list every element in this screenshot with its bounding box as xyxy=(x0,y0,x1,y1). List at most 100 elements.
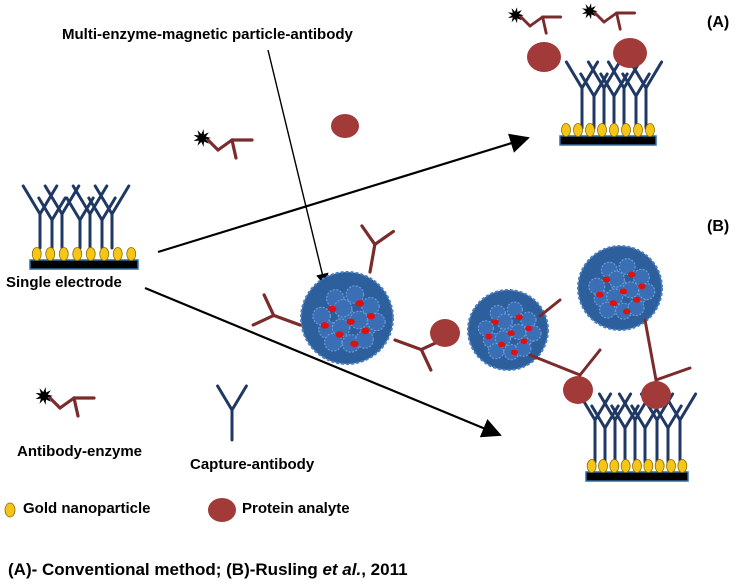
bead xyxy=(477,320,495,337)
gold-nanoparticle xyxy=(585,123,595,137)
gold-nanoparticle xyxy=(621,123,631,137)
title-label: Multi-enzyme-magnetic particle-antibody xyxy=(62,26,353,43)
enzyme-spot xyxy=(346,318,355,325)
gold-nanoparticle xyxy=(126,247,137,261)
enzyme-spot xyxy=(622,308,631,315)
enzyme-spot xyxy=(485,333,493,340)
capture-antibody xyxy=(21,184,59,250)
enzyme-spot xyxy=(350,340,359,347)
middle-protein-analyte xyxy=(430,319,460,347)
legend-capture-antibody-shape xyxy=(216,384,248,442)
electrode-base xyxy=(585,471,689,482)
caption-part1: (A)- Conventional method; (B)-Rusling xyxy=(8,560,323,579)
legend-capture-antibody-label: Capture-antibody xyxy=(190,456,315,473)
enzyme-spot xyxy=(507,330,515,337)
legend-antibody-enzyme-label: Antibody-enzyme xyxy=(17,443,143,460)
gold-nanoparticle xyxy=(632,459,642,473)
capture-antibody xyxy=(590,404,620,464)
enzyme-spot xyxy=(498,341,506,348)
label-b: (B) xyxy=(707,218,730,235)
bound-protein-analyte xyxy=(563,376,593,404)
particle-antibody xyxy=(360,224,395,274)
bound-antibody-enzyme xyxy=(581,3,637,31)
bead xyxy=(598,301,617,319)
enzyme-spot xyxy=(633,296,641,303)
capture-antibody xyxy=(579,72,609,130)
enzyme-spot xyxy=(520,338,528,345)
bound-protein-analyte xyxy=(527,42,561,72)
enzyme-spot xyxy=(525,325,533,332)
arrow-to-a xyxy=(157,133,530,254)
title-pointer-arrow xyxy=(267,49,329,287)
electrode-base xyxy=(559,135,657,146)
bead xyxy=(361,296,380,316)
capture-antibody xyxy=(87,196,117,250)
gold-nanoparticle xyxy=(99,247,110,261)
gold-nanoparticle xyxy=(586,459,597,473)
gold-nanoparticle xyxy=(112,247,123,261)
bead xyxy=(496,313,513,330)
legend-antibody-enzyme-icon xyxy=(35,387,96,418)
capture-antibody xyxy=(37,196,67,250)
single-electrode xyxy=(21,184,139,270)
caption-part2: , 2011 xyxy=(361,560,408,579)
enzyme-burst xyxy=(581,3,598,20)
legend-antibody-enzyme-shape xyxy=(35,387,96,418)
legend-protein-analyte-label: Protein analyte xyxy=(242,500,350,517)
enzyme-burst xyxy=(193,129,211,147)
main-particle-core xyxy=(300,271,394,365)
capture-antibody xyxy=(621,72,651,130)
enzyme-spot xyxy=(596,291,604,298)
figure-caption: (A)- Conventional method; (B)-Rusling et… xyxy=(8,560,408,580)
enzyme-spot xyxy=(328,305,337,313)
particle-antibody xyxy=(251,293,302,327)
bead xyxy=(607,270,626,288)
legend-gold-nanoparticle-label: Gold nanoparticle xyxy=(23,500,151,517)
legend-gold-nanoparticle-icon xyxy=(4,502,16,518)
free-protein-analyte xyxy=(331,114,359,138)
free-antibody-enzyme xyxy=(193,129,254,160)
enzyme-burst xyxy=(507,7,524,24)
arrow-to-b xyxy=(144,286,502,438)
gold-nanoparticle xyxy=(85,247,96,261)
caption-italic: et al. xyxy=(322,560,362,579)
gold-nanoparticle xyxy=(31,247,42,261)
bead xyxy=(506,301,523,318)
bound-antibody-enzyme xyxy=(507,7,563,35)
bound-protein-analyte xyxy=(613,38,647,68)
capture-antibody xyxy=(653,404,683,464)
gold-nanoparticle xyxy=(645,123,655,137)
enzyme-spot xyxy=(515,314,523,321)
enzyme-spot xyxy=(355,300,365,307)
bead xyxy=(345,285,365,304)
bound-particle xyxy=(467,289,549,371)
gold-nanoparticle xyxy=(666,459,676,473)
gold-nanoparticle xyxy=(654,459,665,473)
enzyme-spot xyxy=(638,283,646,290)
legend-protein-analyte-icon xyxy=(208,498,236,522)
multi-enzyme-magnetic-particle xyxy=(251,224,444,372)
bead xyxy=(312,306,331,326)
capture-antibody xyxy=(564,60,600,130)
enzyme-spot xyxy=(320,322,330,329)
gold-nanoparticle xyxy=(598,459,608,473)
gold-nanoparticle xyxy=(677,459,688,473)
enzyme-spot xyxy=(602,276,611,283)
bead xyxy=(618,257,636,276)
gold-nanoparticle xyxy=(573,123,583,137)
bound-protein-analyte xyxy=(641,381,671,409)
label-a: (A) xyxy=(707,14,730,31)
bead xyxy=(355,330,374,349)
gold-nanoparticle xyxy=(609,459,620,473)
legend-capture-antibody-icon xyxy=(216,384,248,442)
bead xyxy=(627,299,645,317)
gold-nanoparticle xyxy=(597,123,607,137)
bead xyxy=(632,268,651,286)
bead xyxy=(333,298,353,318)
enzyme-spot xyxy=(510,349,518,356)
bound-particle xyxy=(577,245,663,331)
enzyme-burst xyxy=(35,387,53,405)
capture-antibody xyxy=(610,404,640,464)
enzyme-spot xyxy=(627,271,636,278)
